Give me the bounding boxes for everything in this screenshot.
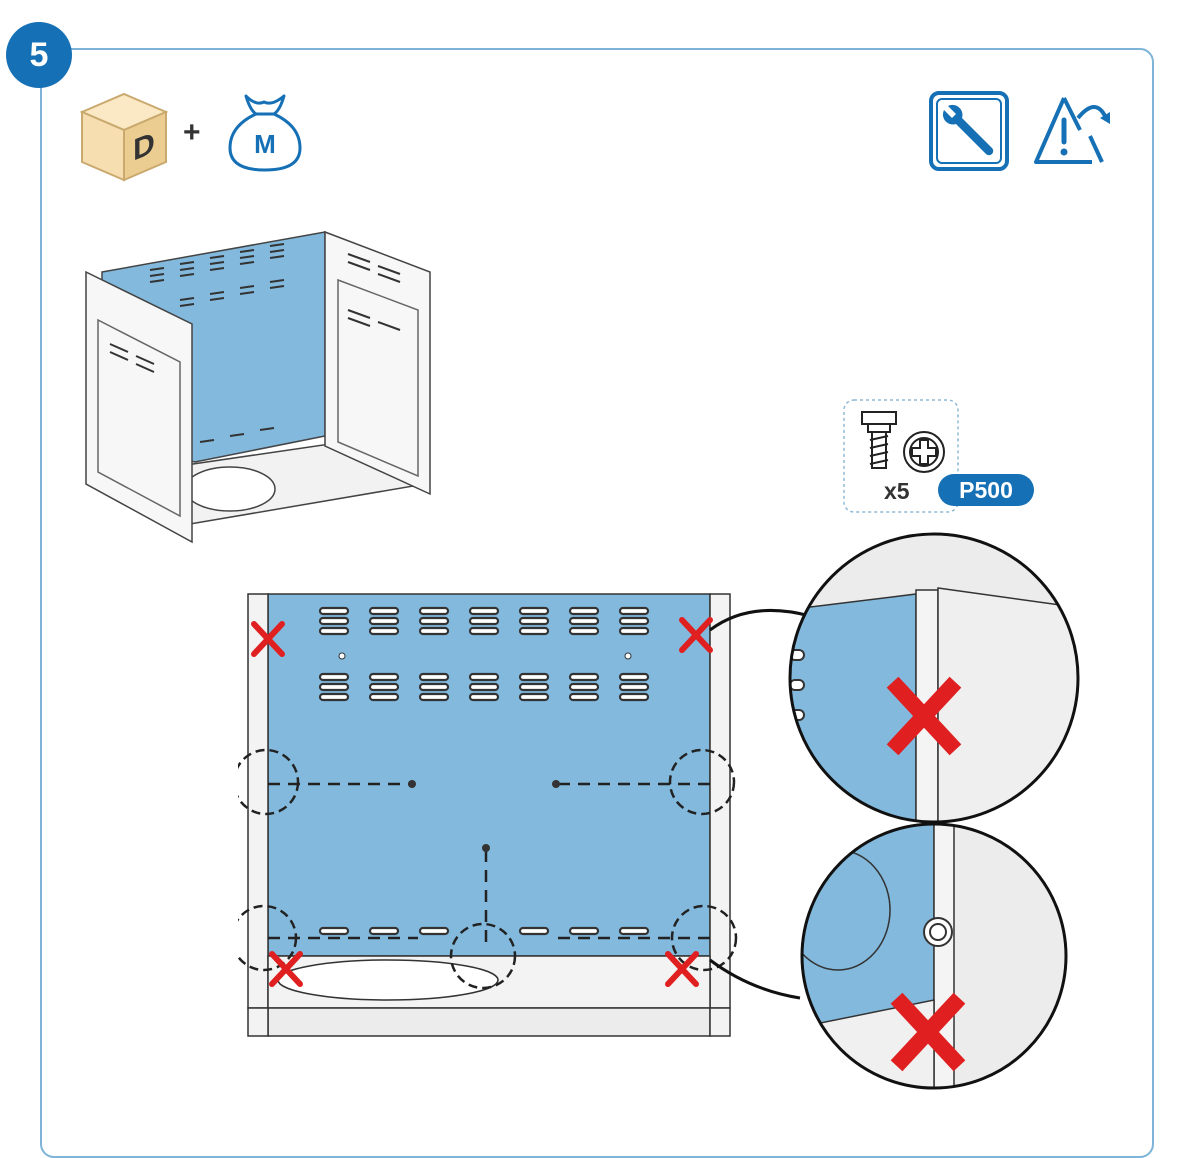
detail-view-top bbox=[788, 532, 1080, 824]
bag-m-icon: M bbox=[228, 94, 302, 172]
detail-leader-lines bbox=[709, 608, 811, 1000]
box-d-icon: D bbox=[79, 92, 169, 182]
detail-view-bottom bbox=[800, 822, 1068, 1090]
cabinet-isometric-view bbox=[85, 230, 431, 544]
bag-label: M bbox=[254, 129, 276, 159]
bolt-screw-icon bbox=[861, 411, 945, 473]
step-number-badge: 5 bbox=[6, 22, 72, 88]
box-label: D bbox=[133, 125, 155, 167]
wrench-tool-icon bbox=[929, 91, 1009, 171]
plus-sign: + bbox=[183, 116, 201, 149]
cabinet-front-view bbox=[238, 593, 738, 1037]
hardware-quantity: x5 bbox=[884, 478, 910, 504]
warning-rotate-icon bbox=[1034, 97, 1110, 164]
part-code-badge: P500 bbox=[938, 474, 1034, 506]
